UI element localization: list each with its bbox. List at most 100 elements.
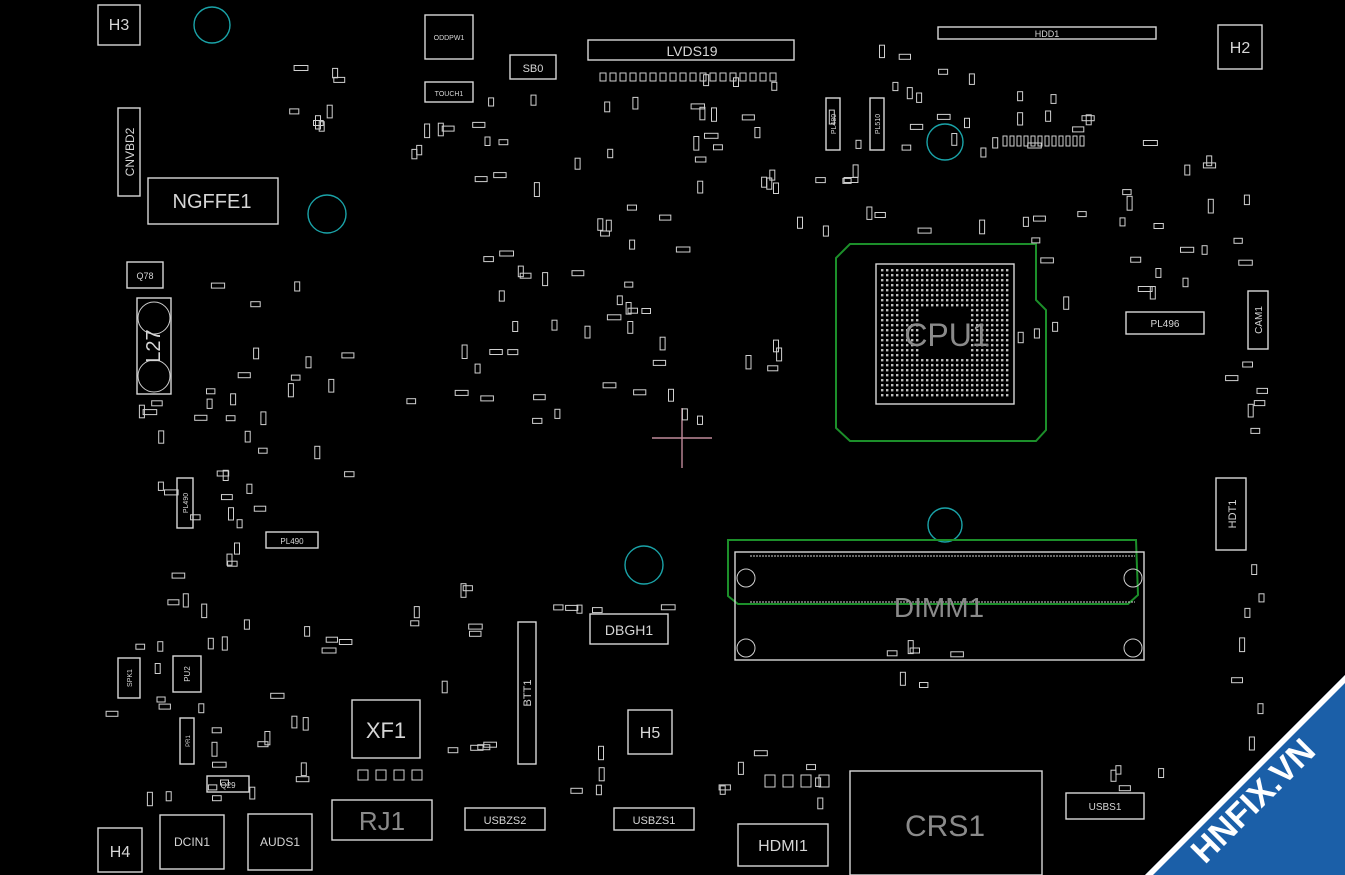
- cpu-ball: [941, 379, 944, 382]
- sb0-part[interactable]: SB0: [509, 54, 557, 80]
- smd-pad: [406, 398, 417, 405]
- cpu-ball: [986, 379, 989, 382]
- cpu-ball: [926, 389, 929, 392]
- ngffe-label: NGFFE1: [173, 191, 252, 213]
- cpu-ball: [916, 299, 919, 302]
- cpu-ball: [1001, 284, 1004, 287]
- dcin1-jack[interactable]: DCIN1: [159, 814, 225, 870]
- cpu-ball: [881, 379, 884, 382]
- dimm-slot[interactable]: DIMM1: [727, 539, 1145, 661]
- h3-mount[interactable]: H3: [97, 4, 141, 46]
- smd-pad: [236, 519, 243, 529]
- cpu-ball: [996, 294, 999, 297]
- hdd-connector[interactable]: HDD1: [937, 26, 1157, 40]
- touch-part[interactable]: TOUCH1: [424, 81, 474, 103]
- smd-pad: [313, 120, 324, 126]
- dbgh-header[interactable]: DBGH1: [589, 613, 669, 645]
- cpu-ball: [971, 309, 974, 312]
- cpu-socket[interactable]: CPU1: [835, 243, 1047, 442]
- cpu-ball: [991, 339, 994, 342]
- smd-pad: [1130, 256, 1142, 263]
- crs1-cardreader[interactable]: CRS1: [849, 770, 1043, 875]
- smd-pad: [1118, 785, 1131, 792]
- cpu-ball: [956, 274, 959, 277]
- pl510-part[interactable]: PL510: [869, 97, 885, 151]
- cpu-ball: [886, 329, 889, 332]
- connector-pin: [800, 774, 812, 788]
- cpu-ball: [966, 269, 969, 272]
- oddpw-part[interactable]: ODDPW1: [424, 14, 474, 60]
- cpu-ball: [1001, 344, 1004, 347]
- pu2-part[interactable]: PU2: [172, 655, 202, 693]
- q78-label: Q78: [136, 271, 153, 281]
- pl490-part[interactable]: PL490: [265, 531, 319, 549]
- smd-pad: [290, 374, 301, 381]
- xf1-transformer[interactable]: XF1: [351, 699, 421, 759]
- hdmi1-port[interactable]: HDMI1: [737, 823, 829, 867]
- h2-mount[interactable]: H2: [1217, 24, 1263, 70]
- pl490b-label: PL490: [183, 493, 190, 513]
- spk-connector[interactable]: SPK1: [117, 657, 141, 699]
- pl496-part[interactable]: PL496: [1125, 311, 1205, 335]
- q78-part[interactable]: Q78: [126, 261, 164, 289]
- cpu-ball: [896, 334, 899, 337]
- smd-pad: [741, 114, 755, 121]
- smd-pad: [519, 272, 532, 279]
- cpu-ball: [921, 379, 924, 382]
- cpu-ball: [986, 389, 989, 392]
- l27-inductor[interactable]: L27: [136, 297, 172, 395]
- smd-pad: [917, 227, 932, 234]
- cpu-ball: [976, 369, 979, 372]
- usbs1-port[interactable]: USBS1: [1065, 792, 1145, 820]
- cpu-ball: [991, 334, 994, 337]
- rj1-port[interactable]: RJ1: [331, 799, 433, 841]
- cnvbd-connector[interactable]: CNVBD2: [117, 107, 141, 197]
- cpu-ball: [921, 384, 924, 387]
- smd-pad: [207, 637, 214, 650]
- h5-mount[interactable]: H5: [627, 709, 673, 755]
- cpu-ball: [951, 384, 954, 387]
- cpu-ball: [916, 314, 919, 317]
- cpu-ball: [931, 299, 934, 302]
- h4-mount[interactable]: H4: [97, 827, 143, 873]
- usbzs2-port[interactable]: USBZS2: [464, 807, 546, 831]
- pl490b-part[interactable]: PL490: [176, 477, 194, 529]
- smd-pad: [595, 784, 602, 796]
- cpu-ball: [991, 294, 994, 297]
- cpu-ball: [1001, 369, 1004, 372]
- cpu-ball: [1006, 314, 1009, 317]
- cpu-ball: [971, 319, 974, 322]
- cpu-ball: [941, 289, 944, 292]
- cpu-ball: [991, 349, 994, 352]
- smd-pad: [488, 97, 495, 107]
- lvds-connector[interactable]: LVDS19: [587, 39, 795, 61]
- smd-pad: [190, 514, 201, 521]
- smd-pad: [745, 355, 752, 370]
- auds1-jack[interactable]: AUDS1: [247, 813, 313, 871]
- cpu-ball: [886, 389, 889, 392]
- smd-pad: [469, 630, 482, 637]
- cpu-ball: [896, 394, 899, 397]
- cpu-ball: [1006, 359, 1009, 362]
- cpu-ball: [961, 359, 964, 362]
- cpu-ball: [896, 369, 899, 372]
- cpu-ball: [996, 279, 999, 282]
- smd-pad: [532, 417, 543, 424]
- cpu-ball: [1006, 299, 1009, 302]
- smd-pad: [146, 791, 153, 807]
- cam-connector[interactable]: CAM1: [1247, 290, 1269, 350]
- hdt1-header[interactable]: HDT1: [1215, 477, 1247, 551]
- smd-pad: [164, 489, 179, 496]
- cpu-ball: [1001, 374, 1004, 377]
- smd-pad: [499, 250, 515, 257]
- btt-battery[interactable]: BTT1: [517, 621, 537, 765]
- cpu-ball: [891, 334, 894, 337]
- ngffe-slot[interactable]: NGFFE1: [147, 177, 279, 225]
- pr-part[interactable]: PR1: [179, 717, 195, 765]
- usbzs1-port[interactable]: USBZS1: [613, 807, 695, 831]
- cpu-ball: [1001, 354, 1004, 357]
- cpu-ball: [961, 304, 964, 307]
- cpu-ball: [901, 394, 904, 397]
- cpu-ball: [996, 384, 999, 387]
